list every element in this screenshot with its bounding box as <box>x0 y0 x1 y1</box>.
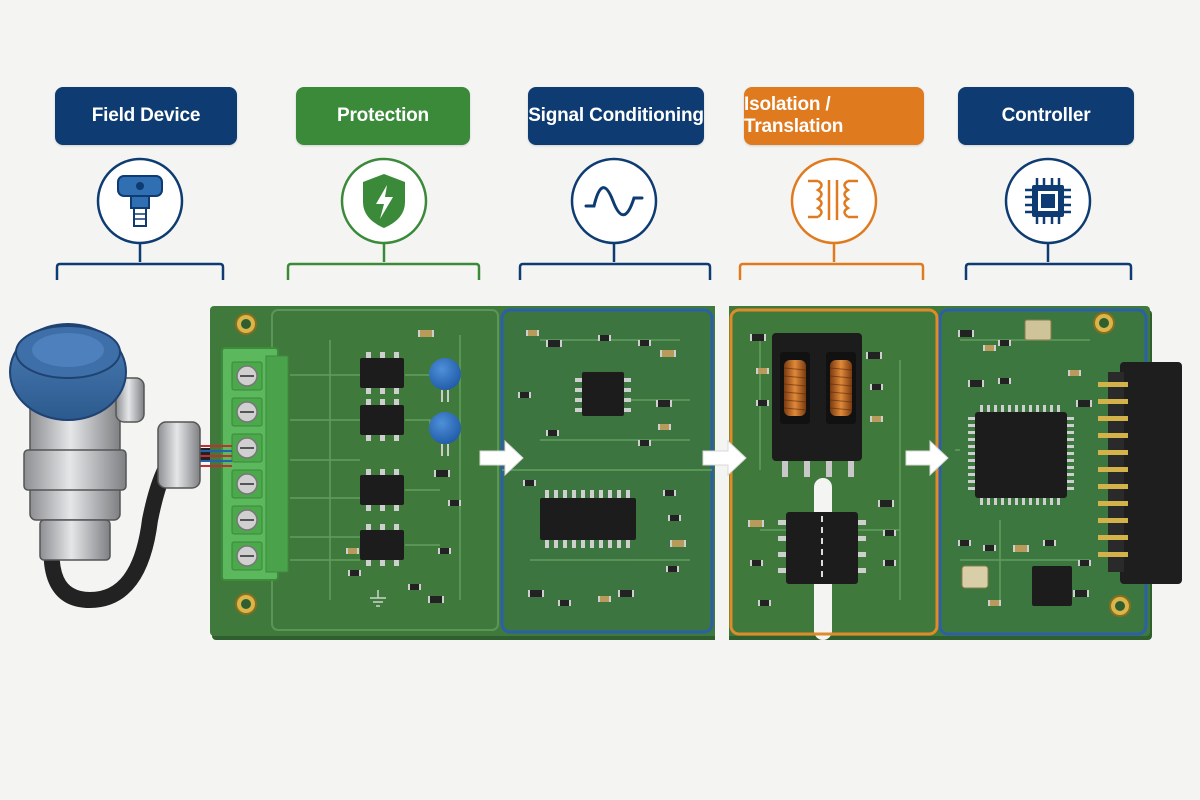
output-connector <box>1108 362 1182 584</box>
smd-components <box>346 330 1092 606</box>
digital-isolator-ic <box>786 512 858 584</box>
label-field-device: Field Device <box>55 87 237 145</box>
microchip-icon <box>1004 157 1092 245</box>
label-isolation-translation: Isolation / Translation <box>744 87 924 145</box>
controller-crystal <box>961 319 1072 606</box>
stage-brackets <box>55 243 1133 280</box>
transformer-icon <box>790 157 878 245</box>
isolation-transformer <box>772 333 862 477</box>
pressure-transmitter-icon <box>96 157 184 245</box>
label-controller: Controller <box>958 87 1134 145</box>
microcontroller-ic <box>975 412 1067 498</box>
sine-wave-icon <box>570 157 658 245</box>
tvs-capacitors <box>429 358 461 456</box>
arrow-isolation-to-controller <box>905 439 949 477</box>
flow-arrows <box>479 439 949 477</box>
label-signal-conditioning: Signal Conditioning <box>528 87 704 145</box>
shield-lightning-icon <box>340 157 428 245</box>
pressure-sensor <box>9 323 232 609</box>
signal-conditioning-ic <box>540 372 636 540</box>
protection-components <box>360 352 404 566</box>
arrow-conditioning-to-isolation <box>702 439 747 477</box>
ground-symbol <box>370 590 386 607</box>
label-protection: Protection <box>296 87 470 145</box>
arrow-protection-to-conditioning <box>479 439 524 477</box>
